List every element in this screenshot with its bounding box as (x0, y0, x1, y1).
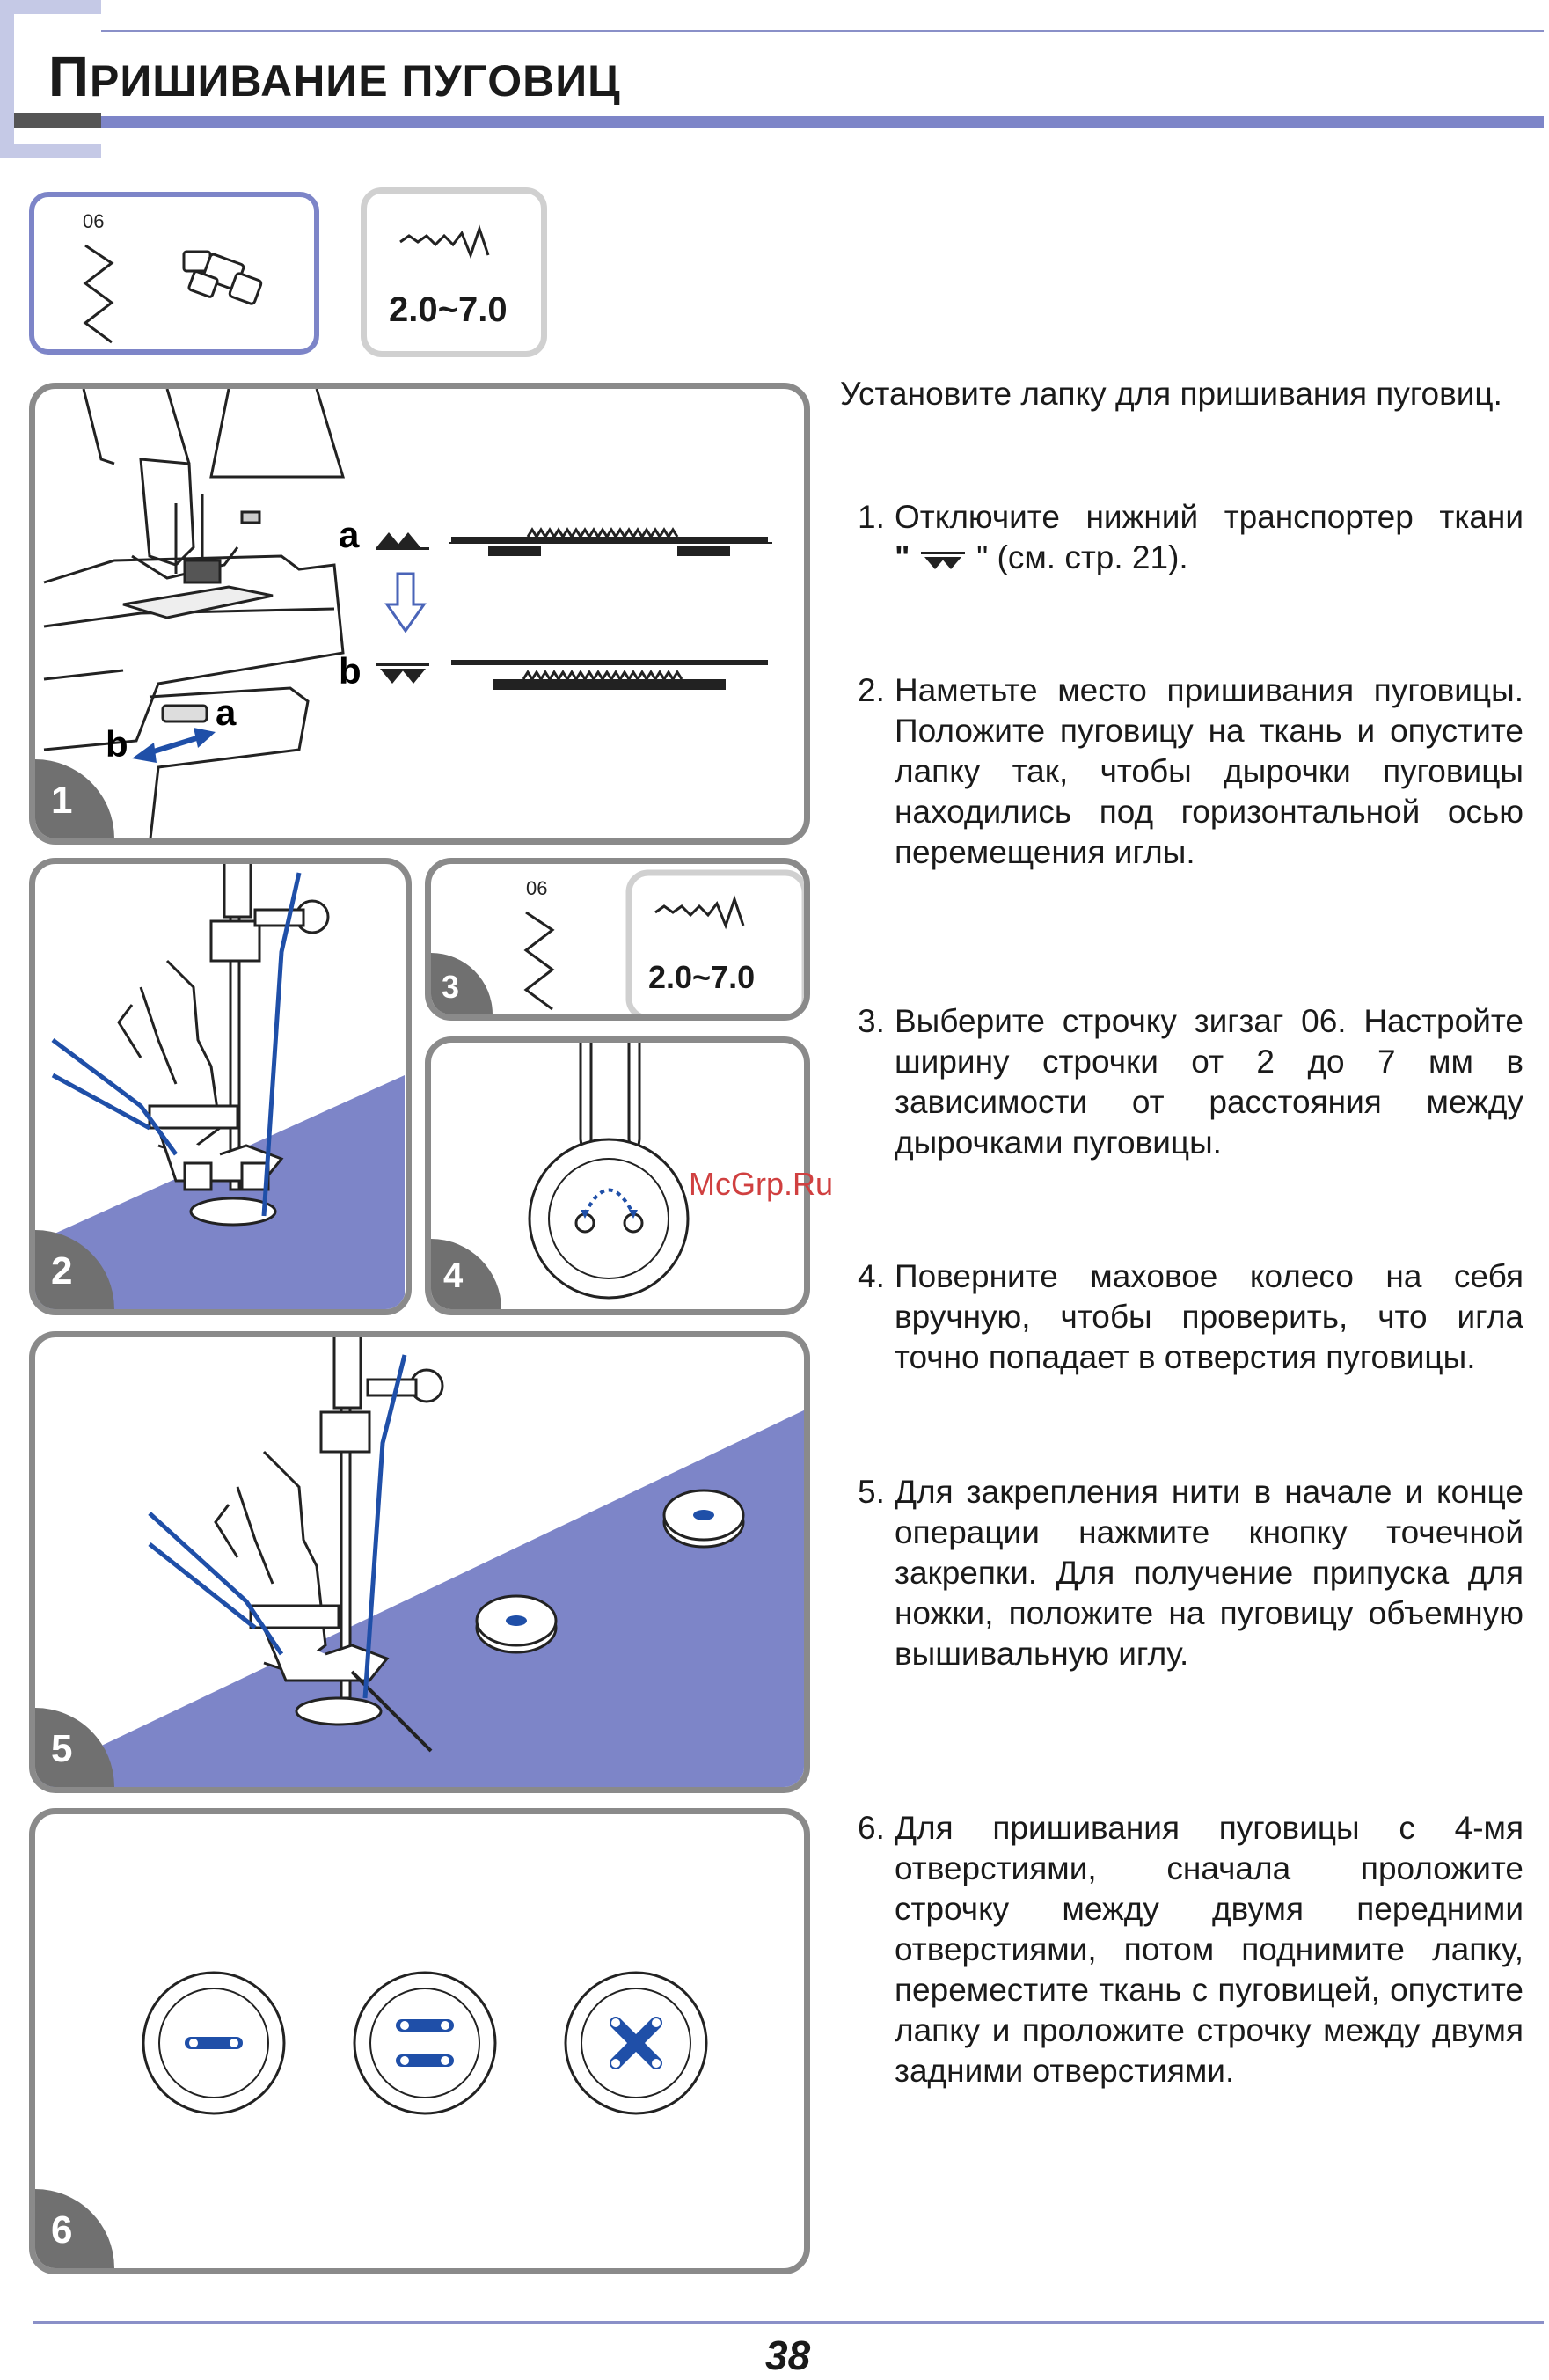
step-4-text: Поверните маховое колесо на себя вручную… (895, 1258, 1523, 1375)
panel-5-tack-stitch: 5 (29, 1331, 810, 1793)
page-number: 38 (765, 2332, 811, 2378)
panel-6-badge: 6 (35, 2189, 114, 2268)
width-setting-box: 2.0~7.0 (361, 187, 547, 357)
thread-illustration-p5 (148, 1354, 407, 1699)
four-hole-cross-button-icon (564, 1971, 708, 2115)
panel-3-select-stitch: 06 2.0~7.0 3 (425, 858, 810, 1021)
intro-text: Установите лапку для пришивания пуговиц. (840, 376, 1502, 412)
step-4: 4. Поверните маховое колесо на себя вруч… (858, 1256, 1544, 1384)
button-on-fabric (475, 1489, 745, 1654)
step-3-num: 3. (858, 1003, 885, 1039)
zigzag-stitch-icon-p3 (523, 911, 555, 1011)
watermark: McGrp.Ru (689, 1166, 834, 1202)
stitch-number: 06 (83, 210, 104, 232)
width-range: 2.0~7.0 (389, 290, 508, 329)
header-bar-gray (14, 113, 101, 128)
label-a-lever: a (216, 692, 237, 733)
step-2-num: 2. (858, 672, 885, 708)
header-top-line (101, 30, 1544, 32)
step-3: 3. Выберите строчку зигзаг 06. Настройте… (858, 1001, 1544, 1168)
stitch-width-icon (399, 224, 490, 260)
label-b-state: b (339, 650, 362, 692)
sewing-machine-illustration (43, 389, 346, 838)
step-1-num: 1. (858, 499, 885, 535)
stitch-width-icon-p3 (654, 895, 745, 930)
feed-dog-up-diagram (449, 527, 772, 556)
panel-1-badge: 1 (35, 759, 114, 838)
step-3-text: Выберите строчку зигзаг 06. Настройте ши… (895, 1003, 1523, 1161)
panel-1-feed-dog: b a a b 1 (29, 383, 810, 845)
stitch-number-p3: 06 (526, 877, 547, 899)
feed-dog-down-icon (376, 663, 429, 684)
zigzag-stitch-icon: 06 (83, 210, 263, 344)
label-a-state: a (339, 514, 360, 555)
step-1: 1. Отключите нижний транспортер ткани " … (858, 497, 1544, 585)
header-corner-bar (0, 0, 14, 158)
step-5-num: 5. (858, 1474, 885, 1510)
fabric-illustration (35, 1075, 405, 1309)
fabric-illustration-p5 (35, 1410, 804, 1787)
panel-2-place-button: 2 (29, 858, 412, 1315)
label-b-lever: b (106, 723, 128, 765)
four-hole-parallel-button-icon (353, 1971, 497, 2115)
step-6-text: Для пришивания пуговицы с 4-мя отверстия… (895, 1810, 1523, 2089)
button-foot-icon (182, 250, 263, 305)
feed-dog-lever-arrow (132, 728, 216, 763)
two-hole-button-icon (142, 1971, 286, 2115)
feed-dog-down-diagram (451, 660, 768, 690)
step-5: 5. Для закрепления нити в начале и конце… (858, 1472, 1544, 1723)
feed-dog-down-inline-icon (920, 552, 965, 570)
footer-line (33, 2321, 1544, 2324)
step-4-num: 4. (858, 1258, 885, 1294)
step-1-ref: " " (см. стр. 21). (895, 539, 1188, 575)
presser-foot-illustration-p5 (214, 1337, 444, 1753)
header-bar-blue (101, 116, 1544, 128)
width-range-p3: 2.0~7.0 (648, 959, 756, 995)
button-illustration (528, 1138, 690, 1300)
step-6-num: 6. (858, 1810, 885, 1846)
header-corner-bar-bottom (0, 144, 101, 158)
step-2-text: Наметьте место пришивания пуговицы. Поло… (895, 672, 1523, 870)
presser-foot-illustration (117, 864, 330, 1227)
stitch-setting-box: 06 (29, 192, 319, 355)
step-5-text: Для закрепления нити в начале и конце оп… (895, 1474, 1523, 1672)
thread-illustration (51, 872, 302, 1217)
step-2: 2. Наметьте место пришивания пуговицы. П… (858, 670, 1544, 877)
step-1-text: Отключите нижний транспортер ткани (895, 499, 1523, 535)
feed-dog-up-icon (376, 532, 429, 550)
panel-4-check-needle: 4 (425, 1036, 810, 1315)
panel-6-four-hole-button: 6 (29, 1808, 810, 2274)
header-corner-bar-top (0, 0, 101, 14)
step-6: 6. Для пришивания пуговицы с 4-мя отверс… (858, 1808, 1544, 2098)
down-arrow-icon (384, 572, 427, 633)
page-title: ПРИШИВАНИЕ ПУГОВИЦ (48, 45, 621, 108)
